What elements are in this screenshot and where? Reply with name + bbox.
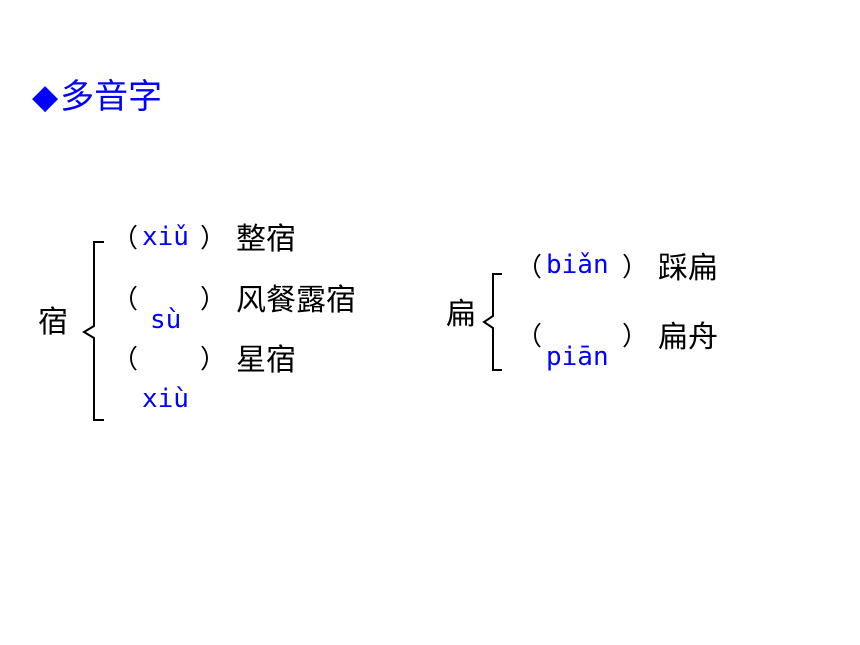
example-word: 星宿 <box>236 343 296 378</box>
open-paren: （ <box>112 224 139 254</box>
pinyin-answer: sù <box>150 305 182 335</box>
left-brace-icon <box>482 273 502 371</box>
pinyin-answer: biǎn <box>546 250 609 280</box>
example-word: 整宿 <box>236 222 296 257</box>
close-paren: ） <box>200 285 227 315</box>
close-paren: ） <box>200 345 227 375</box>
diamond-bullet-icon: ◆ <box>32 77 59 117</box>
example-word: 风餐露宿 <box>236 283 356 318</box>
head-character: 扁 <box>446 297 476 332</box>
example-word: 扁舟 <box>658 320 718 355</box>
head-character: 宿 <box>38 305 68 340</box>
close-paren: ） <box>622 322 649 352</box>
close-paren: ） <box>200 224 227 254</box>
close-paren: ） <box>622 253 649 283</box>
open-paren: （ <box>516 253 543 283</box>
left-brace-icon <box>82 241 104 421</box>
pinyin-answer: piān <box>546 342 609 372</box>
title-text: 多音字 <box>60 77 163 117</box>
pinyin-answer: xiù <box>142 384 189 414</box>
open-paren: （ <box>112 345 139 375</box>
open-paren: （ <box>112 285 139 315</box>
example-word: 踩扁 <box>658 251 718 286</box>
pinyin-answer: xiǔ <box>142 222 189 252</box>
page-title: ◆多音字 <box>32 80 162 114</box>
open-paren: （ <box>516 322 543 352</box>
